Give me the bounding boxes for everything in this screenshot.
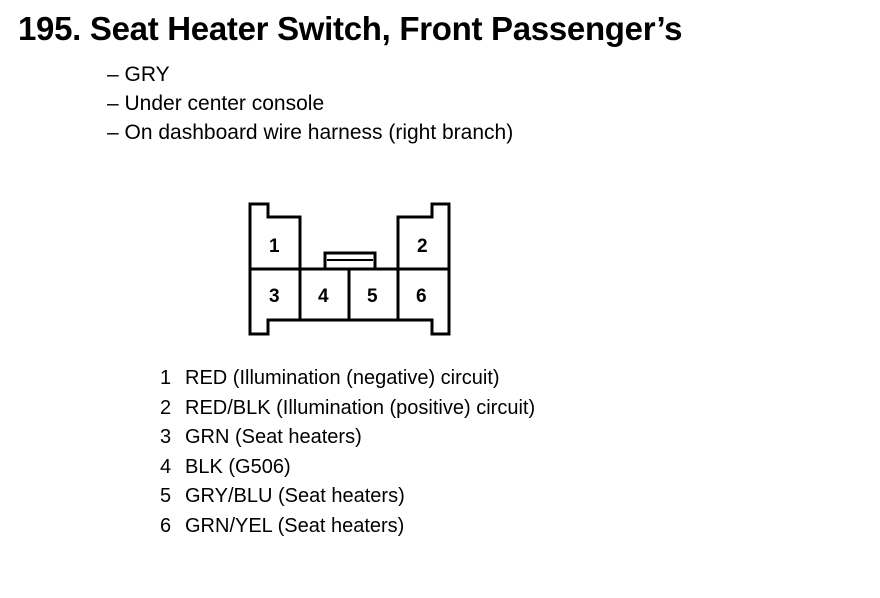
legend-pin-number: 6 (160, 514, 172, 537)
connector-location: Under center console (107, 89, 513, 118)
pin-label-6: 6 (416, 286, 427, 307)
locking-tab (323, 251, 377, 271)
legend-pin-number: 3 (160, 426, 172, 448)
pin-label-1: 1 (269, 236, 280, 257)
pin-label-3: 3 (269, 286, 280, 307)
location-details: GRY Under center console On dashboard wi… (107, 60, 514, 147)
legend-pin-number: 4 (160, 455, 172, 478)
legend-pin-number: 2 (160, 396, 172, 419)
legend-wire-desc: GRY/BLU (Seat heaters) (185, 485, 405, 507)
legend-pin-number: 1 (160, 367, 172, 389)
legend-wire-desc: RED (Illumination (negative) circuit) (185, 367, 500, 389)
pin-label-5: 5 (367, 286, 378, 307)
legend-item: 4 BLK (G506) (160, 453, 535, 483)
component-number: 195. (18, 10, 82, 47)
legend-wire-desc: GRN/YEL (Seat heaters) (185, 514, 405, 537)
legend-item: 6 GRN/YEL (Seat heaters) (160, 512, 535, 542)
component-title: 195. Seat Heater Switch, Front Passenger… (18, 8, 682, 50)
legend-item: 1 RED (Illumination (negative) circuit) (160, 364, 535, 394)
pin-legend: 1 RED (Illumination (negative) circuit) … (160, 364, 535, 541)
legend-item: 3 GRN (Seat heaters) (160, 423, 535, 453)
legend-wire-desc: RED/BLK (Illumination (positive) circuit… (185, 396, 536, 419)
component-name: Seat Heater Switch, Front Passenger’s (89, 10, 683, 47)
connector-color: GRY (107, 60, 513, 89)
pin-label-4: 4 (318, 286, 329, 307)
pin-label-2: 2 (417, 236, 428, 257)
connector-housing (248, 202, 451, 336)
legend-item: 5 GRY/BLU (Seat heaters) (160, 482, 535, 512)
harness-location: On dashboard wire harness (right branch) (107, 118, 514, 147)
legend-pin-number: 5 (160, 485, 172, 507)
legend-item: 2 RED/BLK (Illumination (positive) circu… (160, 394, 535, 424)
legend-wire-desc: BLK (G506) (185, 455, 291, 478)
legend-wire-desc: GRN (Seat heaters) (185, 426, 362, 448)
